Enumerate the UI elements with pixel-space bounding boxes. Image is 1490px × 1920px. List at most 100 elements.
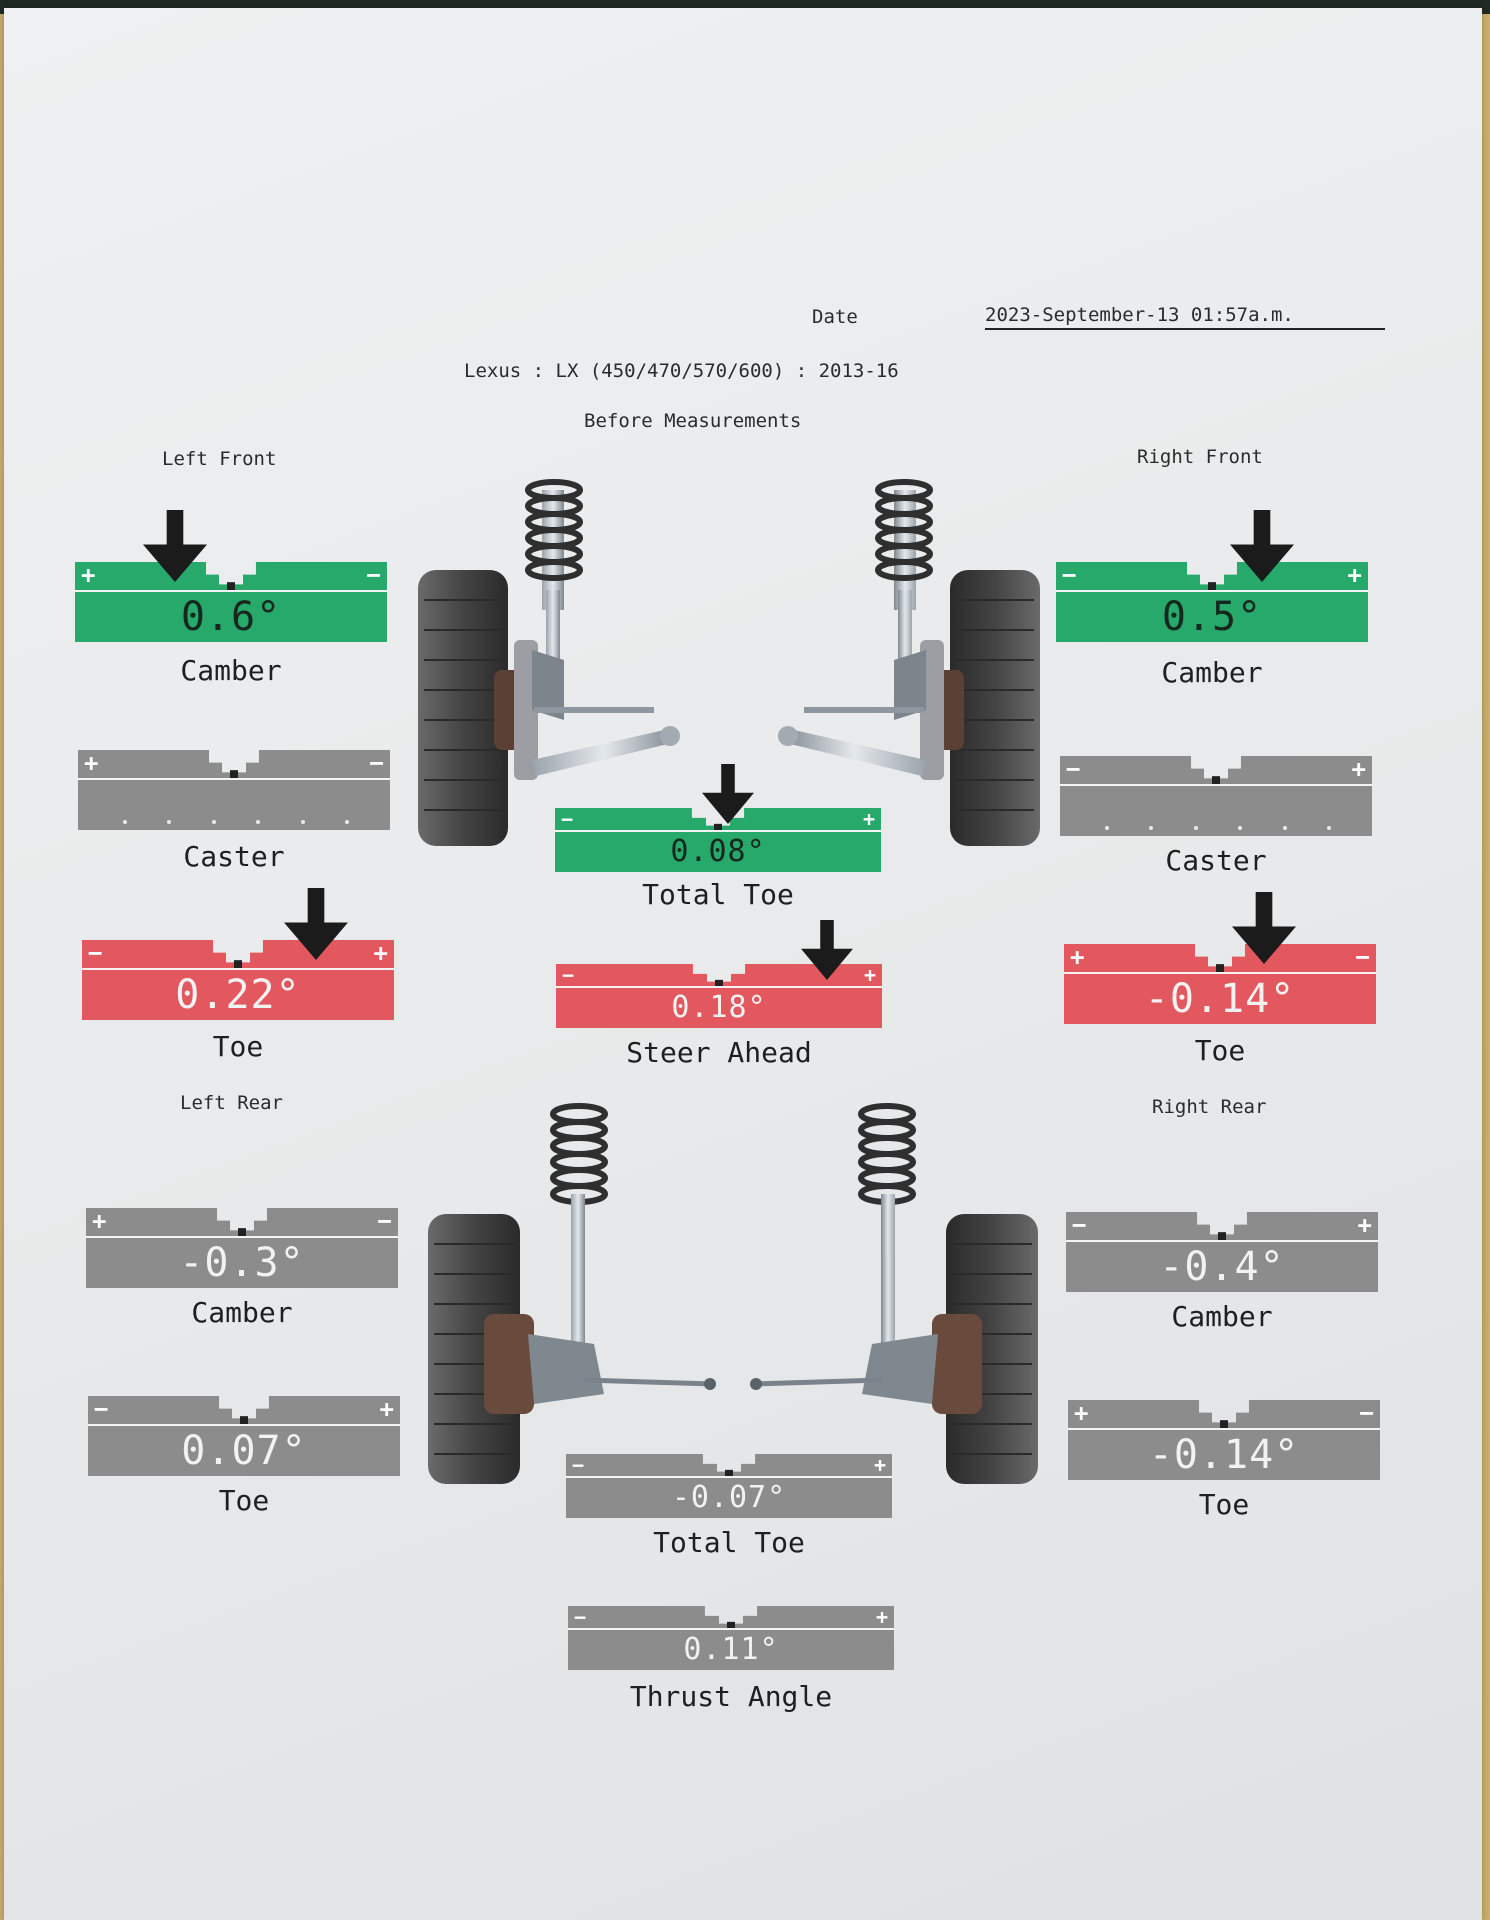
gauge-minus-plus-sign: +	[92, 1207, 107, 1235]
pointer-arrow-icon	[142, 510, 207, 582]
gauge-scale-shape	[75, 562, 387, 590]
right-front-suspension-illustration	[778, 479, 1040, 846]
gauge-value-bar	[1056, 590, 1368, 642]
gauge-value	[78, 778, 390, 828]
gauge-tick-dot	[211, 820, 216, 824]
section-right-front: Right Front	[1137, 446, 1263, 468]
gauge-value	[1060, 784, 1372, 834]
gauge-scale-shape	[88, 1396, 400, 1424]
rr-camber-gauge: − + -0.4°	[1066, 1211, 1378, 1292]
gauge-tick-dot	[1149, 826, 1154, 830]
gauge-center-notch	[1208, 582, 1216, 590]
pointer-arrow-icon	[284, 888, 348, 960]
gauge-minus-plus-sign: +	[1074, 1399, 1089, 1427]
gauge-scale-shape	[78, 750, 390, 778]
gauge-scale-band	[556, 964, 882, 986]
gauge-scale-band	[1060, 756, 1372, 784]
gauge-minus-plus-sign: +	[862, 807, 875, 831]
gauge-value-bar	[1066, 1240, 1378, 1292]
gauge-value-bar	[566, 1476, 892, 1518]
lf-camber-gauge: +−0.6°	[75, 562, 387, 642]
gauge-value-bar	[82, 968, 394, 1020]
gauge-minus-plus-sign: −	[1072, 1211, 1087, 1239]
gauge-label: Camber	[191, 1296, 293, 1329]
lr-toe-gauge: −+0.07°	[88, 1395, 400, 1476]
gauge-tick-dot	[1193, 826, 1198, 830]
gauge-value-bar	[1068, 1428, 1380, 1480]
gauge-tick-dot	[1238, 826, 1243, 830]
gauge-center-notch	[1220, 1420, 1228, 1428]
gauge-scale-band	[1056, 562, 1368, 590]
gauge-center-notch	[725, 1469, 733, 1476]
gauge-label: Toe	[1194, 1034, 1246, 1067]
thrust-angle-gauge: −+0.11°	[568, 1606, 894, 1670]
gauge-minus-plus-sign: +	[863, 963, 876, 987]
gauge-value: 0.5°	[1161, 594, 1263, 640]
gauge-label: Total Toe	[653, 1526, 805, 1559]
left-front-suspension-illustration	[418, 479, 680, 846]
gauge-tick-dot	[167, 820, 172, 824]
gauge-value: 0.6°	[180, 594, 282, 640]
gauge-center-notch	[230, 770, 238, 778]
gauge-scale-shape	[566, 1454, 892, 1476]
pointer-arrow-icon	[701, 764, 754, 824]
gauge-value-bar	[86, 1236, 398, 1288]
gauge-minus-plus-sign: +	[1357, 1211, 1372, 1239]
gauge-center-notch	[1216, 964, 1224, 972]
gauge-minus-plus-sign: +	[373, 939, 388, 967]
gauge-scale-shape	[1064, 944, 1376, 972]
gauge-scale-shape	[1068, 1400, 1380, 1428]
rf-camber-gauge: − +0.5°	[1056, 561, 1368, 642]
section-left-front: Left Front	[162, 448, 277, 470]
gauge-minus-plus-sign: −	[369, 749, 384, 777]
gauge-value-bar	[88, 1424, 400, 1476]
gauge-scale-shape	[1066, 1212, 1378, 1240]
gauge-center-notch	[240, 1416, 248, 1424]
rr-toe-gauge: + − -0.14°	[1068, 1399, 1380, 1480]
gauge-label: Thrust Angle	[629, 1680, 833, 1713]
gauge-minus-plus-sign: −	[94, 1395, 109, 1423]
gauge-center-notch	[714, 823, 722, 830]
gauge-scale-band	[86, 1208, 398, 1236]
gauge-center-notch	[227, 582, 235, 590]
gauge-value: -0.07°	[671, 1480, 787, 1515]
gauge-minus-plus-sign: +	[1347, 561, 1362, 589]
gauge-label: Camber	[180, 654, 282, 687]
gauge-tick-dots	[1060, 824, 1372, 830]
gauge-minus-plus-sign: −	[1359, 1399, 1374, 1427]
gauge-tick-dot	[1282, 826, 1287, 830]
gauge-tick-dot	[1104, 826, 1109, 830]
gauge-scale-shape	[1056, 562, 1368, 590]
gauge-minus-plus-sign: −	[572, 1453, 585, 1477]
date-label: Date	[812, 306, 858, 328]
lr-camber-gauge: +−-0.3°	[86, 1207, 398, 1288]
gauge-scale-band	[555, 808, 881, 830]
gauge-scale-band	[88, 1396, 400, 1424]
gauge-value-bar	[78, 778, 390, 830]
gauge-minus-plus-sign: −	[1062, 561, 1077, 589]
gauge-value-bar	[568, 1628, 894, 1670]
gauge-center-notch	[1212, 776, 1220, 784]
gauge-tick-dot	[300, 820, 305, 824]
gauge-center-notch	[727, 1621, 735, 1628]
section-left-rear: Left Rear	[180, 1092, 283, 1114]
rear-total-toe-gauge: −+-0.07°	[566, 1453, 892, 1518]
gauge-value-bar	[1060, 784, 1372, 836]
pointer-arrow-icon	[1229, 510, 1294, 582]
gauge-center-notch	[715, 979, 723, 986]
gauge-label: Camber	[1161, 656, 1263, 689]
gauge-value-bar	[1064, 972, 1376, 1024]
gauge-value: -0.14°	[1148, 1432, 1300, 1478]
gauge-scale-band	[1066, 1212, 1378, 1240]
gauge-center-notch	[234, 960, 242, 968]
gauge-minus-plus-sign: −	[1355, 943, 1370, 971]
gauge-minus-plus-sign: −	[1066, 755, 1081, 783]
gauge-scale-shape	[556, 964, 882, 986]
gauge-label: Camber	[1171, 1300, 1273, 1333]
gauge-value-bar	[555, 830, 881, 872]
gauge-value: -0.4°	[1159, 1244, 1285, 1290]
gauge-minus-plus-sign: +	[1351, 755, 1366, 783]
gauge-scale-shape	[555, 808, 881, 830]
gauge-scale-band	[1068, 1400, 1380, 1428]
left-rear-suspension-illustration	[428, 1103, 716, 1484]
